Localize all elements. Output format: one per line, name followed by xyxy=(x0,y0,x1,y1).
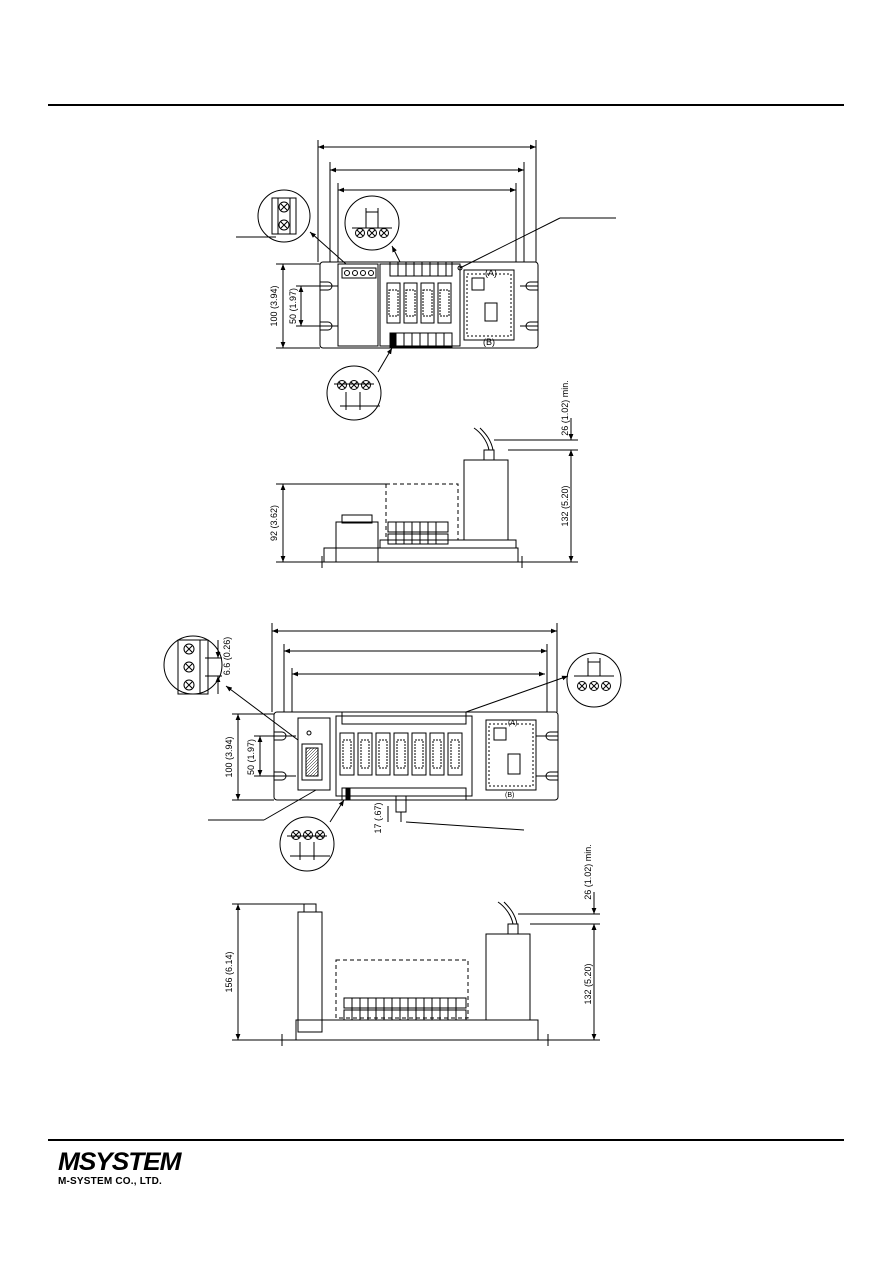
v2-side-height-label: 156 (6.14) xyxy=(224,951,234,992)
logo-mark: MSYSTEM xyxy=(58,1148,182,1176)
view2-top-view: (A) (B) xyxy=(163,623,622,872)
svg-text:(B): (B) xyxy=(505,792,514,799)
company-logo: MSYSTEM M-SYSTEM CO., LTD. xyxy=(58,1150,182,1188)
v2-terminal-pitch-label: 6.6 (0.26) xyxy=(222,637,232,676)
v2-mount-pitch-label: 50 (1.97) xyxy=(246,739,256,775)
view2-side-view xyxy=(232,892,600,1046)
v2-connector-label: 17 (.67) xyxy=(373,802,383,833)
v1-body-height-label: 132 (5.20) xyxy=(560,485,570,526)
bottom-rule xyxy=(48,1139,844,1141)
svg-text:(B): (B) xyxy=(483,337,495,347)
v1-mount-pitch-label: 50 (1.97) xyxy=(288,288,298,324)
v1-side-height-label: 92 (3.62) xyxy=(269,505,279,541)
top-rule xyxy=(48,104,844,106)
svg-text:(A): (A) xyxy=(485,268,497,278)
v1-height-label: 100 (3.94) xyxy=(269,285,279,326)
v2-height-label: 100 (3.94) xyxy=(224,736,234,777)
v2-body-height-label: 132 (5.20) xyxy=(583,963,593,1004)
view1-side-view xyxy=(276,418,578,568)
company-name: M-SYSTEM CO., LTD. xyxy=(58,1176,162,1187)
v1-clearance-label: 26 (1.02) min. xyxy=(560,380,570,436)
svg-text:(A): (A) xyxy=(508,720,517,727)
v2-clearance-label: 26 (1.02) min. xyxy=(583,844,593,900)
view1-top-view: (A) (B) xyxy=(236,140,616,421)
